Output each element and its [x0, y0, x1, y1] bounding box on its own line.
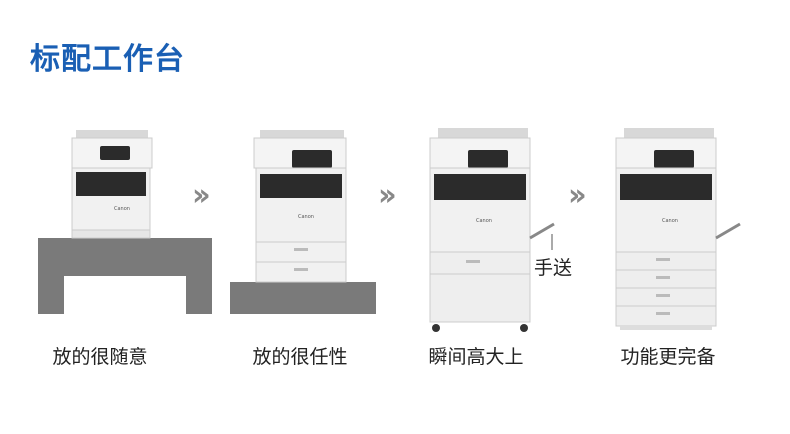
- svg-text:Canon: Canon: [114, 206, 130, 212]
- svg-text:Canon: Canon: [662, 218, 678, 224]
- hand-feed-tray: [529, 222, 555, 240]
- page-title: 标配工作台: [30, 42, 185, 77]
- step-4-caption: 功能更完备: [620, 346, 716, 368]
- low-platform-stand: [230, 282, 376, 314]
- printer: Canon: [429, 128, 531, 253]
- table-stand: [38, 238, 212, 314]
- step-3-illustration: Canon: [429, 128, 555, 332]
- hand-feed-tray: [715, 222, 741, 240]
- step-4-illustration: Canon: [615, 128, 741, 330]
- svg-text:Canon: Canon: [476, 218, 492, 224]
- paper-drawers-stand: [615, 251, 717, 330]
- step-1-caption: 放的很随意: [52, 346, 148, 368]
- step-2-caption: 放的很任性: [252, 346, 348, 368]
- double-chevron-right-icon: ››: [568, 178, 587, 213]
- double-chevron-right-icon: ››: [378, 178, 397, 213]
- step-2-illustration: Canon: [230, 130, 376, 314]
- double-chevron-right-icon: ››: [192, 178, 211, 213]
- hand-feed-label: 手送: [534, 257, 573, 279]
- cabinet-stand: [429, 251, 531, 332]
- printer: Canon: [253, 130, 347, 283]
- svg-text:Canon: Canon: [298, 214, 314, 220]
- printer: Canon: [71, 130, 153, 239]
- step-1-illustration: Canon: [38, 130, 212, 314]
- printer: Canon: [615, 128, 717, 253]
- step-3-caption: 瞬间高大上: [428, 346, 524, 368]
